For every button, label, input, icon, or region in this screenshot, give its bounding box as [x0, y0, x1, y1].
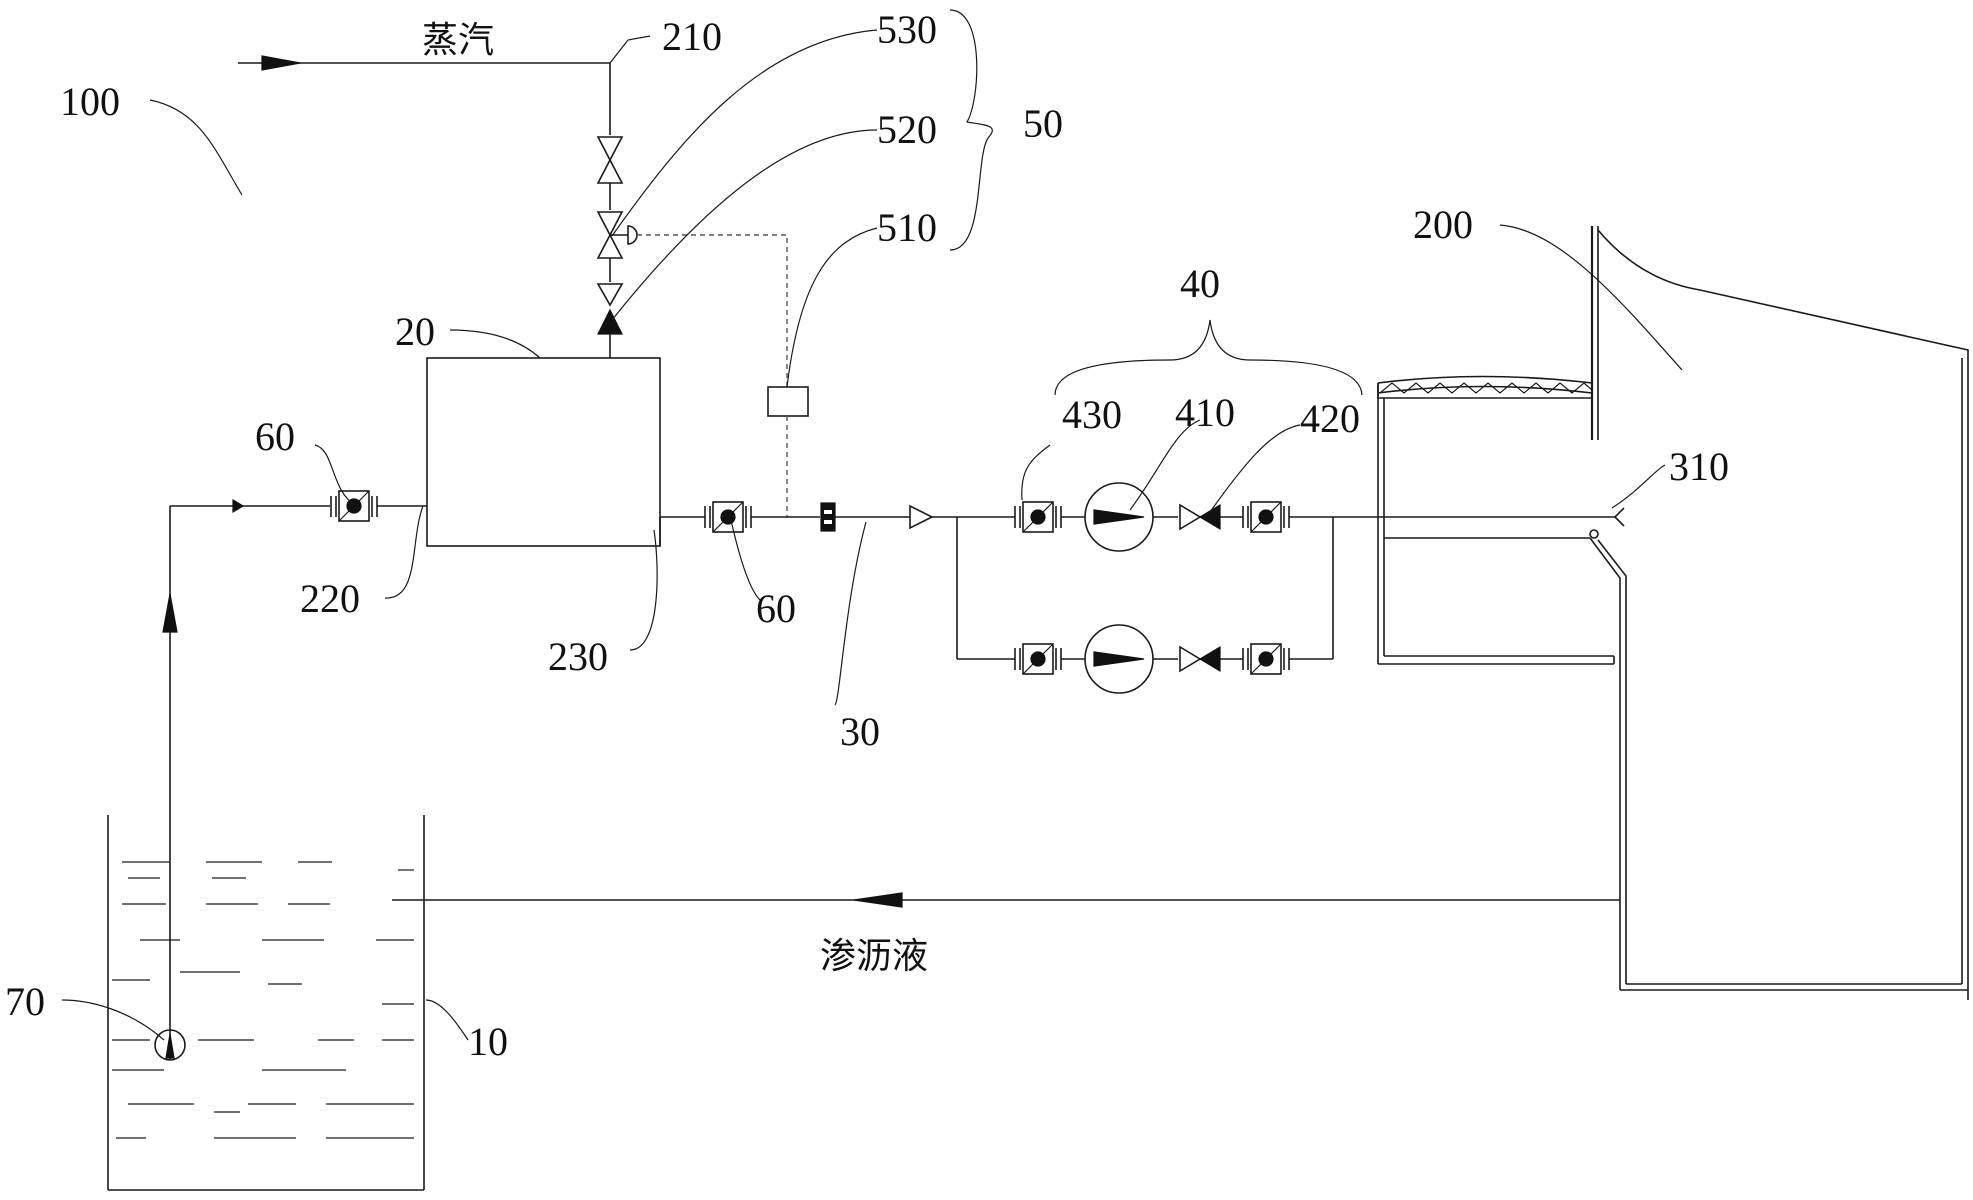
label-steam: 蒸汽 — [422, 20, 494, 61]
return-flow-arrow — [853, 892, 903, 908]
reducer — [909, 504, 934, 530]
gate-valve-top-lower — [596, 158, 624, 184]
steam-flow-arrow — [261, 55, 301, 71]
label-420: 420 — [1300, 396, 1360, 441]
label-40: 40 — [1180, 261, 1220, 306]
label-520: 520 — [877, 107, 937, 152]
check-valve-lower-b — [1198, 645, 1221, 673]
flowmeter-430 — [1022, 501, 1054, 533]
label-230: 230 — [548, 634, 608, 679]
label-220: 220 — [300, 576, 360, 621]
label-60-inlet: 60 — [255, 414, 295, 459]
check-valve-lower-a — [1179, 645, 1202, 673]
outlet-piping — [659, 501, 1015, 546]
valve-actuator — [627, 225, 638, 245]
check-valve-lower — [597, 308, 623, 335]
submersible-pump-70 — [154, 1029, 186, 1061]
label-10: 10 — [468, 1019, 508, 1064]
label-430: 430 — [1062, 392, 1122, 437]
label-leachate: 渗沥液 — [820, 936, 928, 977]
check-valve-420-b — [1198, 503, 1221, 531]
sensor-510 — [767, 386, 809, 417]
flowmeter-upper-out — [1250, 501, 1282, 533]
label-510: 510 — [877, 205, 937, 250]
flowmeter-inlet — [338, 490, 370, 522]
check-valve-420-a — [1179, 503, 1202, 531]
label-30: 30 — [840, 709, 880, 754]
inlet-piping — [162, 490, 427, 1060]
label-200: 200 — [1413, 202, 1473, 247]
leachate-return — [392, 892, 1620, 908]
steam-line — [238, 55, 611, 135]
inlet-flow-arrow — [232, 498, 245, 514]
flowmeter-lower-out — [1250, 643, 1282, 675]
heater-tank — [426, 357, 661, 547]
label-410: 410 — [1175, 390, 1235, 435]
landfill-cell — [1377, 226, 1969, 1000]
steam-valve-stack — [596, 136, 638, 358]
label-310: 310 — [1669, 444, 1729, 489]
pump-branch-upper — [1014, 482, 1595, 552]
labels: 蒸汽 渗沥液 100 210 530 520 50 510 200 40 20 … — [5, 7, 1729, 1064]
flowmeter-lower-in — [1022, 643, 1054, 675]
label-50: 50 — [1023, 101, 1063, 146]
upflow-arrow — [162, 593, 178, 633]
gate-valve-top-upper — [596, 136, 624, 162]
pump-branch-lower — [956, 517, 1334, 694]
leader-lines — [61, 9, 1683, 1041]
control-signal-line — [637, 234, 809, 517]
label-20: 20 — [395, 309, 435, 354]
label-210: 210 — [662, 14, 722, 59]
flowmeter-outlet — [712, 501, 744, 533]
liquid-lines — [112, 861, 414, 1139]
orifice-plate — [820, 502, 836, 532]
label-530: 530 — [877, 7, 937, 52]
check-valve-upper — [596, 283, 624, 307]
control-valve-lower — [596, 233, 624, 259]
label-100: 100 — [60, 79, 120, 124]
control-valve-upper — [596, 211, 624, 237]
label-60-outlet: 60 — [756, 586, 796, 631]
leachate-pool — [107, 815, 425, 1191]
label-70: 70 — [5, 979, 45, 1024]
